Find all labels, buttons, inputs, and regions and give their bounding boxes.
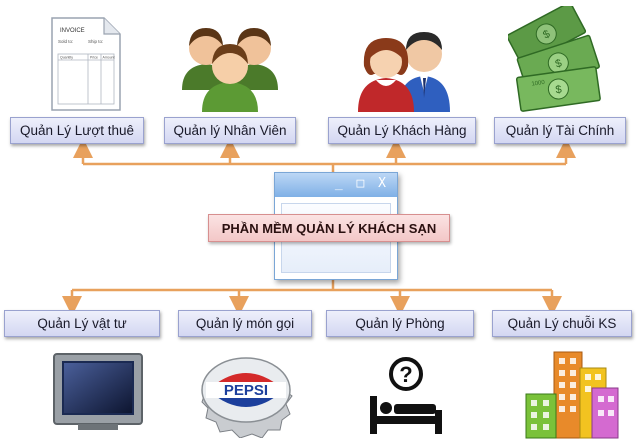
svg-text:$: $: [555, 84, 563, 97]
module-label: Quản lý Tài Chính: [505, 123, 615, 138]
module-quan-ly-phong[interactable]: Quản lý Phòng: [326, 310, 474, 337]
buildings-icon: [525, 351, 619, 439]
window-titlebar: _ □ X: [275, 173, 397, 197]
module-quan-ly-mon-goi[interactable]: Quản lý món gọi: [178, 310, 312, 337]
window-control-icons: _ □ X: [334, 176, 389, 191]
module-label: Quản lý Phòng: [355, 316, 445, 331]
svg-text:$: $: [541, 28, 552, 41]
module-label: Quản lý Nhân Viên: [173, 123, 287, 138]
module-label: Quản Lý chuỗi KS: [507, 316, 617, 331]
module-label: Quản lý món gọi: [195, 316, 295, 331]
invoice-heading: INVOICE: [60, 28, 85, 34]
module-label: Quản Lý Khách Hàng: [337, 123, 467, 138]
system-title: PHẦN MỀM QUẢN LÝ KHÁCH SẠN: [208, 214, 450, 242]
money-denomination: 1000: [531, 80, 546, 88]
module-quan-ly-khach-hang[interactable]: Quản Lý Khách Hàng: [328, 117, 476, 144]
module-label: Quản Lý Lượt thuê: [20, 123, 134, 138]
pepsi-text: PEPSI: [224, 382, 268, 399]
module-quan-ly-chuoi-ks[interactable]: Quản Lý chuỗi KS: [492, 310, 632, 337]
invoice-col-quantity: Quantity: [60, 56, 73, 60]
pepsi-cap-icon: PEPSI: [201, 357, 293, 438]
system-title-text: PHẦN MỀM QUẢN LÝ KHÁCH SẠN: [221, 220, 437, 236]
invoice-col-price: Price: [90, 56, 98, 60]
svg-text:$: $: [554, 57, 564, 70]
module-quan-ly-nhan-vien[interactable]: Quản lý Nhân Viên: [164, 117, 296, 144]
invoice-col-amount: Amount: [103, 56, 115, 60]
module-quan-ly-tai-chinh[interactable]: Quản lý Tài Chính: [494, 117, 626, 144]
module-quan-ly-vat-tu[interactable]: Quản Lý vật tư: [4, 310, 160, 337]
invoice-ship-to: Ship to:: [88, 39, 103, 44]
svg-text:?: ?: [399, 362, 412, 387]
module-quan-ly-luot-thue[interactable]: Quản Lý Lượt thuê: [10, 117, 144, 144]
room-bed-icon: ?: [370, 357, 442, 434]
tv-icon: [53, 353, 143, 430]
money-icon: $ $ $ 1000: [508, 6, 601, 112]
invoice-sold-to: Sold to:: [58, 39, 73, 44]
module-label: Quản Lý vật tư: [37, 316, 127, 331]
staff-group-icon: [182, 28, 278, 112]
invoice-icon: INVOICE Sold to: Ship to: Quantity Price…: [51, 17, 121, 111]
customers-icon: [358, 32, 450, 112]
